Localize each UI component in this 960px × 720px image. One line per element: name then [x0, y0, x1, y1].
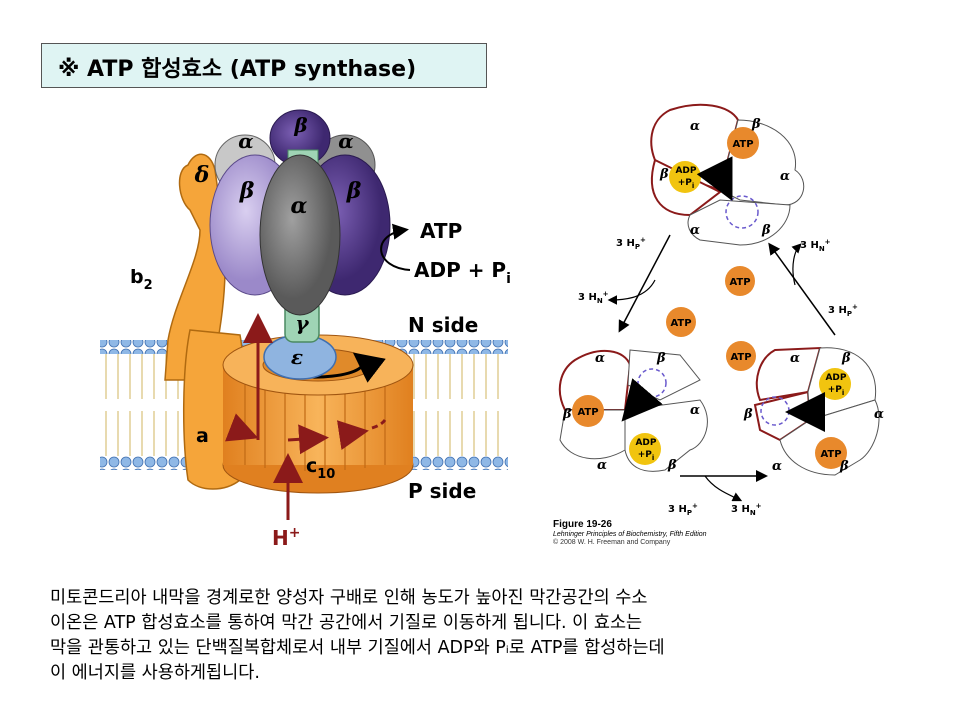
rf-alpha-4: α	[595, 351, 605, 366]
rf-beta-1: β	[751, 117, 761, 132]
paragraph-line: 막을 관통하고 있는 단백질복합체로서 내부 기질에서 ADP와 Pᵢ로 ATP…	[50, 638, 665, 658]
rf-atp-3: ATP	[820, 449, 841, 460]
paragraph-line: 이 에너지를 사용하게됩니다.	[50, 663, 260, 683]
paragraph-line: 미토콘드리아 내막을 경계로한 양성자 구배로 인해 농도가 높아진 막간공간의…	[50, 588, 648, 608]
figure-book: Lehninger Principles of Biochemistry, Fi…	[553, 530, 707, 538]
rf-adp-3: ADP	[825, 373, 846, 383]
rf-pi-3: +Pi	[828, 385, 845, 397]
state-bottom-right	[753, 346, 880, 476]
title-box: ※ ATP 합성효소 (ATP synthase)	[41, 43, 487, 88]
figure-number: Figure 19-26	[553, 519, 612, 530]
proton-path	[224, 313, 387, 520]
label-beta-right: β	[346, 178, 362, 204]
label-alpha-center: α	[291, 193, 308, 219]
rf-beta-2: β	[659, 167, 669, 182]
rf-alpha-2: α	[780, 169, 790, 184]
paragraph-line: 이온은 ATP 합성효소를 통하여 막간 공간에서 기질로 이동하게 됩니다. …	[50, 613, 643, 633]
f1-head	[209, 109, 391, 316]
rf-beta-9: β	[839, 459, 849, 474]
arrow-left-transition	[618, 234, 671, 333]
label-c10: c10	[306, 455, 335, 482]
label-alpha-left: α	[238, 129, 253, 153]
label-beta-top: β	[293, 113, 307, 137]
rf-alpha-1: α	[690, 119, 700, 134]
label-atp-left: ATP	[420, 219, 462, 243]
rf-alpha-9: α	[772, 459, 782, 474]
page-title: ※ ATP 합성효소 (ATP synthase)	[58, 57, 417, 82]
figure-caption: Figure 19-26 Lehninger Principles of Bio…	[553, 519, 707, 547]
rf-h-n-bottom: 3 HN+	[731, 502, 762, 517]
label-delta: δ	[194, 162, 210, 188]
rf-alpha-7: α	[790, 351, 800, 366]
label-gamma: γ	[295, 311, 309, 335]
rf-beta-5: β	[562, 407, 572, 422]
rf-alpha-6: α	[597, 458, 607, 473]
label-n-side: N side	[408, 313, 478, 337]
atp-synthesis-arrow	[380, 223, 411, 271]
label-epsilon: ε	[291, 345, 303, 369]
label-proton: H+	[272, 525, 300, 550]
rf-atp-free-3: ATP	[730, 352, 751, 363]
rf-h-p-left: 3 HP+	[616, 236, 646, 251]
rf-beta-7: β	[841, 351, 851, 366]
state-bottom-left	[558, 349, 708, 472]
rf-pi-2: +Pi	[638, 450, 655, 462]
rf-h-n-right: 3 HN+	[800, 238, 831, 253]
rf-beta-4: β	[656, 351, 666, 366]
rf-pi-1: +Pi	[678, 178, 695, 190]
rf-h-n-left: 3 HN+	[578, 290, 609, 305]
rf-alpha-8: α	[874, 407, 884, 422]
rf-atp-1: ATP	[732, 139, 753, 150]
label-a: a	[196, 425, 209, 447]
rf-atp-free-2: ATP	[670, 318, 691, 329]
label-adp-pi-left: ADP + Pi	[414, 258, 511, 287]
rf-h-p-bottom: 3 HP+	[668, 502, 698, 517]
rf-atp-2: ATP	[577, 407, 598, 418]
rf-h-p-right: 3 HP+	[828, 303, 858, 318]
rf-adp-2: ADP	[635, 438, 656, 448]
arrow-right-transition	[768, 242, 836, 336]
label-beta-left: β	[239, 178, 255, 204]
label-p-side: P side	[408, 479, 476, 503]
rf-adp-1: ADP	[675, 166, 696, 176]
rf-atp-free-1: ATP	[729, 277, 750, 288]
rf-alpha-5: α	[690, 403, 700, 418]
rf-beta-6: β	[667, 458, 677, 473]
state-top	[650, 103, 805, 246]
label-b2: b2	[130, 266, 153, 293]
rf-beta-8: β	[743, 407, 753, 422]
description-paragraph: 미토콘드리아 내막을 경계로한 양성자 구배로 인해 농도가 높아진 막간공간의…	[50, 586, 910, 686]
figure-copyright: © 2008 W. H. Freeman and Company	[553, 538, 671, 546]
rf-beta-3: β	[761, 223, 771, 238]
label-alpha-right: α	[338, 129, 353, 153]
rf-alpha-3: α	[690, 223, 700, 238]
